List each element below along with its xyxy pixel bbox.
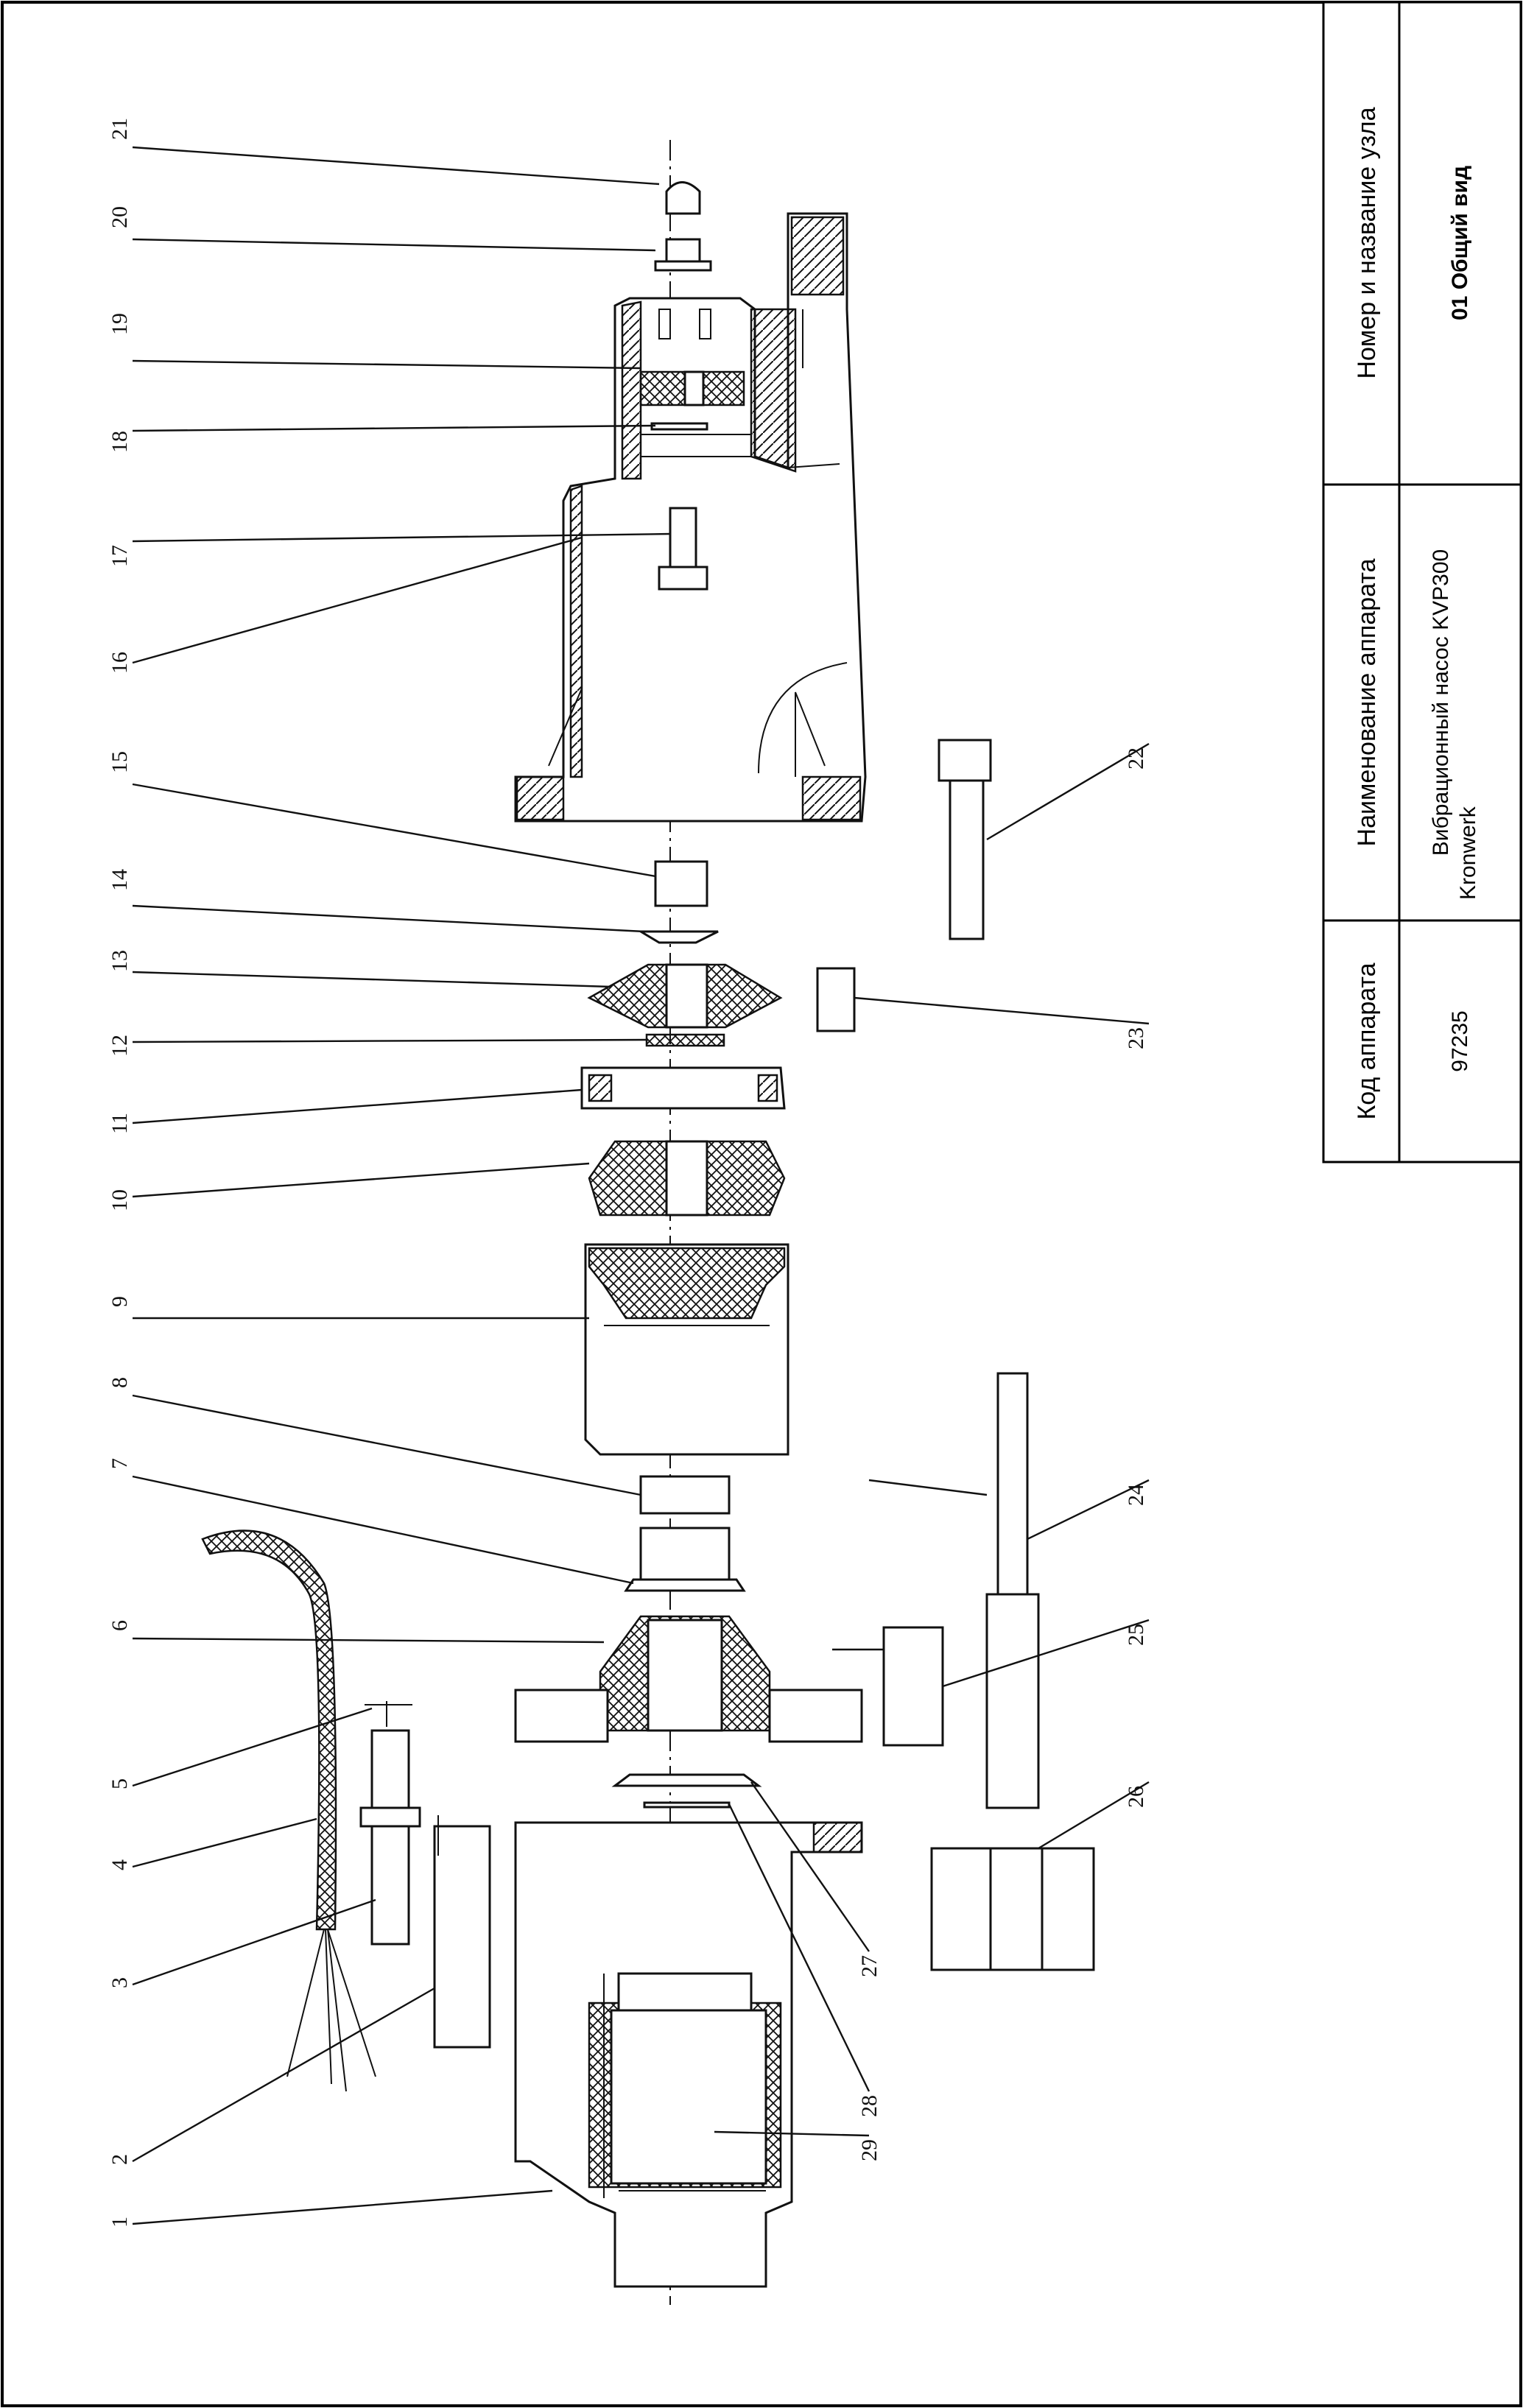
part-label-18: 18 [108, 431, 132, 453]
title-block: Номер и название узла 01 Общий вид Наиме… [1322, 1, 1522, 1163]
part-label-20: 20 [108, 206, 132, 228]
part-27-ring [611, 1773, 762, 1787]
part-label-10: 10 [108, 1189, 132, 1211]
part-label-12: 12 [108, 1035, 132, 1057]
part-label-2: 2 [108, 2154, 132, 2165]
part-label-25: 25 [1124, 1624, 1148, 1646]
part-3-sleeve [370, 1729, 410, 1946]
leader-lines-right [714, 742, 1150, 2137]
part-label-23: 23 [1124, 1027, 1148, 1049]
part-label-26: 26 [1124, 1786, 1148, 1808]
part-label-7: 7 [108, 1458, 132, 1469]
part-2-connector [433, 1825, 491, 2049]
part-23-bushing [816, 967, 856, 1032]
title-header-code: Код аппарата [1353, 962, 1381, 1119]
part-8-nut-upper [639, 1475, 731, 1515]
part-label-13: 13 [108, 950, 132, 972]
part-15-nut [654, 860, 708, 907]
title-value-node: 01 Общий вид [1448, 166, 1472, 320]
part-11-cap [580, 1066, 786, 1110]
part-label-8: 8 [108, 1377, 132, 1388]
part-label-27: 27 [857, 1955, 882, 1977]
part-label-16: 16 [108, 652, 132, 674]
part-28-shim [643, 1801, 731, 1809]
part-12-washer [645, 1033, 725, 1047]
part-7-washer [624, 1578, 746, 1592]
part-label-11: 11 [108, 1113, 132, 1134]
part-number-labels: 1 2 3 4 5 6 7 8 9 10 11 12 13 14 15 16 1… [108, 118, 1148, 2228]
part-label-1: 1 [108, 2217, 132, 2228]
part-label-5: 5 [108, 1778, 132, 1789]
title-value-name-2: Kronwerk [1456, 806, 1480, 900]
part-8-nut-lower [639, 1527, 731, 1588]
part-label-22: 22 [1124, 747, 1148, 770]
title-header-node: Номер и название узла [1353, 107, 1381, 379]
part-label-6: 6 [108, 1620, 132, 1631]
part-label-14: 14 [108, 869, 132, 891]
lower-housing [514, 1821, 863, 2288]
part-4-cable [201, 1529, 337, 1931]
part-label-29: 29 [857, 2139, 882, 2161]
cable-wires [286, 1929, 376, 2092]
part-label-9: 9 [108, 1296, 132, 1307]
part-label-4: 4 [108, 1859, 132, 1870]
part-22-bolt [949, 779, 985, 940]
title-header-name: Наименование аппарата [1353, 558, 1381, 846]
title-value-name-1: Вибрационный насос KVP300 [1429, 549, 1453, 856]
part-label-15: 15 [108, 751, 132, 773]
upper-housing [514, 181, 867, 823]
part-label-3: 3 [108, 1977, 132, 1988]
leader-lines-left [132, 146, 671, 2225]
part-label-21: 21 [108, 118, 132, 140]
part-label-17: 17 [108, 545, 132, 567]
part-label-28: 28 [857, 2095, 882, 2117]
part-25-bushing [882, 1626, 944, 1747]
part-14-washer [636, 930, 719, 944]
title-value-code: 97235 [1448, 1010, 1472, 1071]
part-label-19: 19 [108, 313, 132, 335]
part-label-24: 24 [1124, 1484, 1148, 1506]
